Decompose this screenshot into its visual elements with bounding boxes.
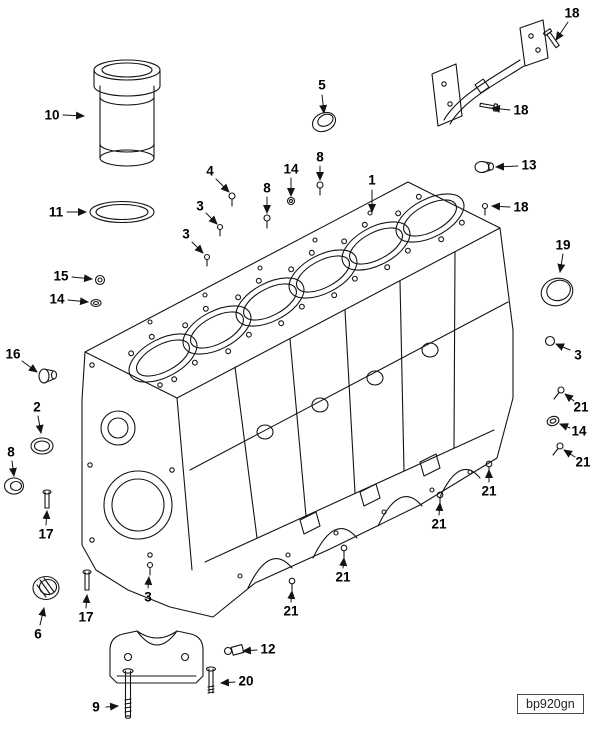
part-callout: 18 bbox=[513, 102, 529, 118]
part-callout: 21 bbox=[283, 603, 299, 619]
part-callout: 3 bbox=[574, 347, 582, 363]
deck-studs-drawing bbox=[203, 181, 324, 267]
bearing-cap-drawing bbox=[109, 630, 204, 684]
part-callout: 11 bbox=[48, 204, 64, 220]
plug-19-drawing bbox=[540, 277, 574, 307]
part-callout: 18 bbox=[564, 5, 580, 21]
part-callout: 14 bbox=[571, 423, 587, 439]
clamp-12-drawing bbox=[223, 644, 245, 656]
part-callout: 1 bbox=[368, 172, 376, 188]
part-callout: 9 bbox=[92, 699, 100, 715]
leader-lines bbox=[8, 21, 576, 711]
part-callout: 2 bbox=[33, 399, 41, 415]
part-callout: 8 bbox=[263, 180, 271, 196]
support-bracket-assembly-drawing bbox=[431, 19, 560, 127]
part-callout: 21 bbox=[481, 483, 497, 499]
bolt-20-drawing bbox=[205, 666, 217, 694]
figure-code-badge: bp920gn bbox=[517, 694, 584, 714]
bolt-18-drawing bbox=[542, 28, 560, 49]
part-callout: 21 bbox=[573, 399, 589, 415]
stud-18-right-drawing bbox=[481, 202, 489, 216]
ball-3-right-drawing bbox=[544, 335, 556, 347]
nut-15-drawing bbox=[94, 274, 106, 286]
part-callout: 21 bbox=[431, 516, 447, 532]
plug-13-drawing bbox=[474, 160, 495, 174]
bolt-9-drawing bbox=[122, 668, 134, 719]
part-callout: 8 bbox=[7, 444, 15, 460]
screw-18-drawing bbox=[479, 102, 499, 112]
part-callout: 10 bbox=[44, 107, 60, 123]
bolt-17-upper-drawing bbox=[42, 489, 52, 509]
engine-block-drawing bbox=[81, 181, 514, 618]
plug-14-right-drawing bbox=[546, 415, 560, 427]
part-callout: 14 bbox=[49, 291, 65, 307]
stud-3-bottom-drawing bbox=[146, 561, 154, 576]
part-callout: 8 bbox=[316, 149, 324, 165]
part-callout: 17 bbox=[38, 526, 54, 542]
part-callout: 3 bbox=[182, 226, 190, 242]
part-callout: 17 bbox=[78, 609, 94, 625]
part-callout: 6 bbox=[34, 626, 42, 642]
screw-21-upper-right-drawing bbox=[553, 386, 565, 400]
part-callout: 3 bbox=[144, 589, 152, 605]
oring-2-drawing bbox=[30, 437, 54, 455]
part-callout: 21 bbox=[335, 569, 351, 585]
part-callout: 21 bbox=[575, 454, 591, 470]
cylinder-liner-drawing bbox=[93, 59, 161, 167]
plug-6-drawing bbox=[32, 575, 60, 601]
screw-21-lower-right-drawing bbox=[552, 442, 564, 456]
part-callout: 19 bbox=[555, 237, 571, 253]
part-callout: 18 bbox=[513, 199, 529, 215]
part-callout: 13 bbox=[521, 157, 537, 173]
part-callout: 12 bbox=[260, 641, 276, 657]
part-callout: 5 bbox=[318, 77, 326, 93]
part-callout: 14 bbox=[283, 161, 299, 177]
cup-plug-8-left-drawing bbox=[3, 477, 25, 495]
bolt-17-lower-drawing bbox=[82, 569, 92, 591]
part-callout: 4 bbox=[206, 163, 214, 179]
liner-oring-drawing bbox=[89, 200, 155, 224]
part-callout: 20 bbox=[238, 673, 254, 689]
part-callout: 3 bbox=[196, 198, 204, 214]
washer-14-left-drawing bbox=[90, 298, 102, 308]
plug-16-drawing bbox=[38, 368, 58, 384]
part-callout: 16 bbox=[5, 346, 21, 362]
cylinder-bores-drawing bbox=[128, 193, 465, 383]
part-callout: 15 bbox=[53, 268, 69, 284]
